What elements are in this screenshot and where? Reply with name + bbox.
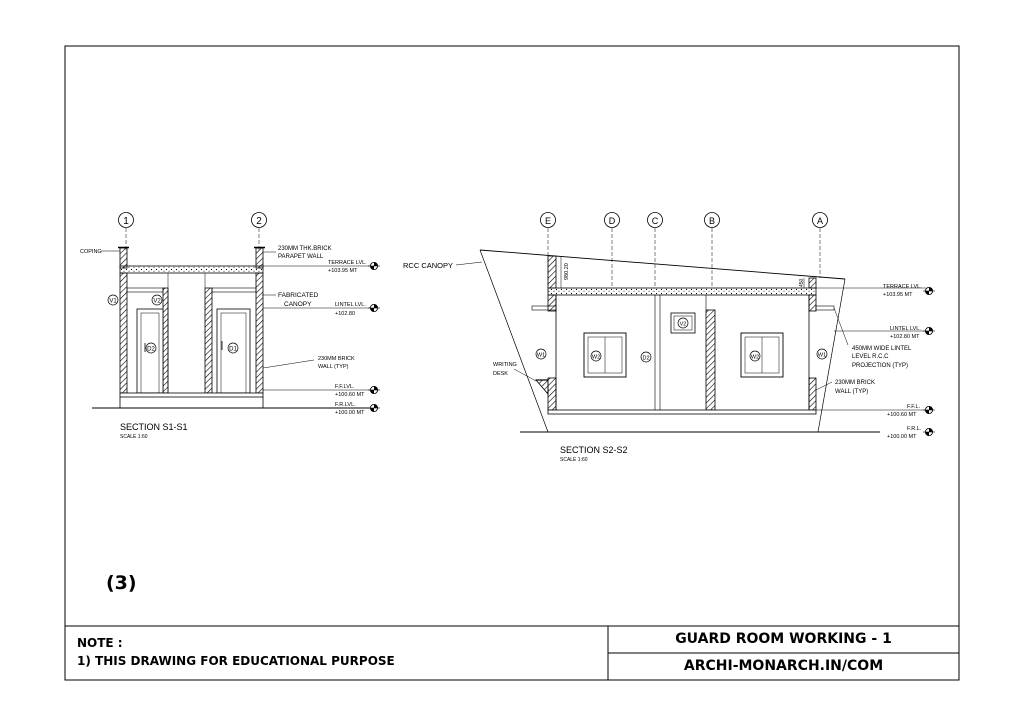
note-lintel-2: LEVEL R.C.C xyxy=(852,354,889,360)
tag-w1-left: W1 xyxy=(537,353,545,359)
tag-v2: V2 xyxy=(153,299,161,305)
grid-label-b: B xyxy=(709,216,715,226)
level-marker-icon xyxy=(922,405,936,415)
s1-level-ffl-value: +100.60 MT xyxy=(335,392,365,398)
level-marker-icon xyxy=(367,261,381,271)
tag-d2: D2 xyxy=(147,347,155,353)
drawing-title: GUARD ROOM WORKING - 1 xyxy=(675,631,892,647)
tag-d2: D2 xyxy=(642,356,649,362)
section-s1-title: SECTION S1-S1 xyxy=(120,422,188,432)
level-marker-icon xyxy=(367,403,381,413)
dim-left: 980.20 xyxy=(564,263,570,280)
grid-label-1: 1 xyxy=(123,216,129,227)
tag-w2-right: W2 xyxy=(751,355,759,361)
note-parapet-1: 230MM THK.BRICK xyxy=(278,246,332,252)
level-marker-icon xyxy=(922,427,936,437)
s2-level-ffl-name: F.F.L. xyxy=(907,404,921,410)
s2-level-lintel-value: +102.80 MT xyxy=(890,334,920,340)
s1-level-frl-value: +100.00 MT xyxy=(335,410,365,416)
s1-level-lintel-value: +102.80 xyxy=(335,311,355,317)
section-s2-title: SECTION S2-S2 xyxy=(560,445,628,455)
level-marker-icon xyxy=(367,385,381,395)
grid-label-2: 2 xyxy=(256,216,262,227)
sheet-number: (3) xyxy=(106,572,137,594)
note-wall-2: WALL (TYP) xyxy=(318,364,349,370)
level-marker-icon xyxy=(922,286,936,296)
s2-level-lintel-name: LINTEL LVL. xyxy=(890,326,921,332)
s2-level-terrace-value: +103.95 MT xyxy=(883,292,913,298)
section-s1-scale: SCALE 1:60 xyxy=(120,434,148,440)
section-s1-drawing: 1 2 V1 V2 xyxy=(80,212,381,440)
dim-right: 450 xyxy=(799,278,805,287)
note-wall-1: 230MM BRICK xyxy=(318,356,355,362)
grid-label-c: C xyxy=(652,216,659,226)
s1-level-terrace-name: TERRACE LVL. xyxy=(328,260,367,266)
note-canopy-1: FABRICATED xyxy=(278,292,319,299)
website-label: ARCHI-MONARCH.IN/COM xyxy=(683,658,884,674)
note-desk-2: DESK xyxy=(493,371,508,377)
s1-level-terrace-value: +103.95 MT xyxy=(328,268,358,274)
s2-level-frl-name: F.R.L. xyxy=(907,426,922,432)
tag-v2: V2 xyxy=(680,322,687,328)
note-canopy-2: CANOPY xyxy=(284,301,312,308)
level-marker-icon xyxy=(367,303,381,313)
note-s2-wall-2: WALL (TYP) xyxy=(835,389,868,395)
s2-level-frl-value: +100.00 MT xyxy=(887,434,917,440)
note-lintel-1: 450MM WIDE LINTEL xyxy=(852,346,912,352)
tag-w2-left: W2 xyxy=(592,355,600,361)
grid-bubble-1 xyxy=(118,212,134,228)
section-s2-scale: SCALE 1:60 xyxy=(560,457,588,463)
grid-label-d: D xyxy=(609,216,616,226)
level-marker-icon xyxy=(922,326,936,336)
note-desk-1: WRITING xyxy=(493,362,517,368)
s1-level-frl-name: F.R.LVL. xyxy=(335,402,356,408)
tag-v1: V1 xyxy=(109,299,117,305)
note-rcc-canopy: RCC CANOPY xyxy=(403,261,453,270)
note-line: 1) THIS DRAWING FOR EDUCATIONAL PURPOSE xyxy=(77,654,395,668)
grid-bubble-2 xyxy=(251,212,267,228)
note-coping: COPING xyxy=(80,249,102,255)
note-parapet-2: PARAPET WALL xyxy=(278,254,324,260)
grid-label-e: E xyxy=(545,216,551,226)
tag-d1: D1 xyxy=(229,347,237,353)
s1-level-lintel-name: LINTEL LVL. xyxy=(335,302,366,308)
sheet-border xyxy=(64,45,960,681)
note-lintel-3: PROJECTION (TYP) xyxy=(852,363,908,369)
s1-level-ffl-name: F.F.LVL. xyxy=(335,384,355,390)
s2-level-ffl-value: +100.60 MT xyxy=(887,412,917,418)
grid-label-a: A xyxy=(817,216,823,226)
note-s2-wall-1: 230MM BRICK xyxy=(835,380,875,386)
note-heading: NOTE : xyxy=(77,636,123,650)
section-s2-drawing: E D C B A 980.20 450 xyxy=(403,212,936,463)
tag-w1-right: W1 xyxy=(818,353,826,359)
s2-level-terrace-name: TERRACE LVL. xyxy=(883,284,922,290)
